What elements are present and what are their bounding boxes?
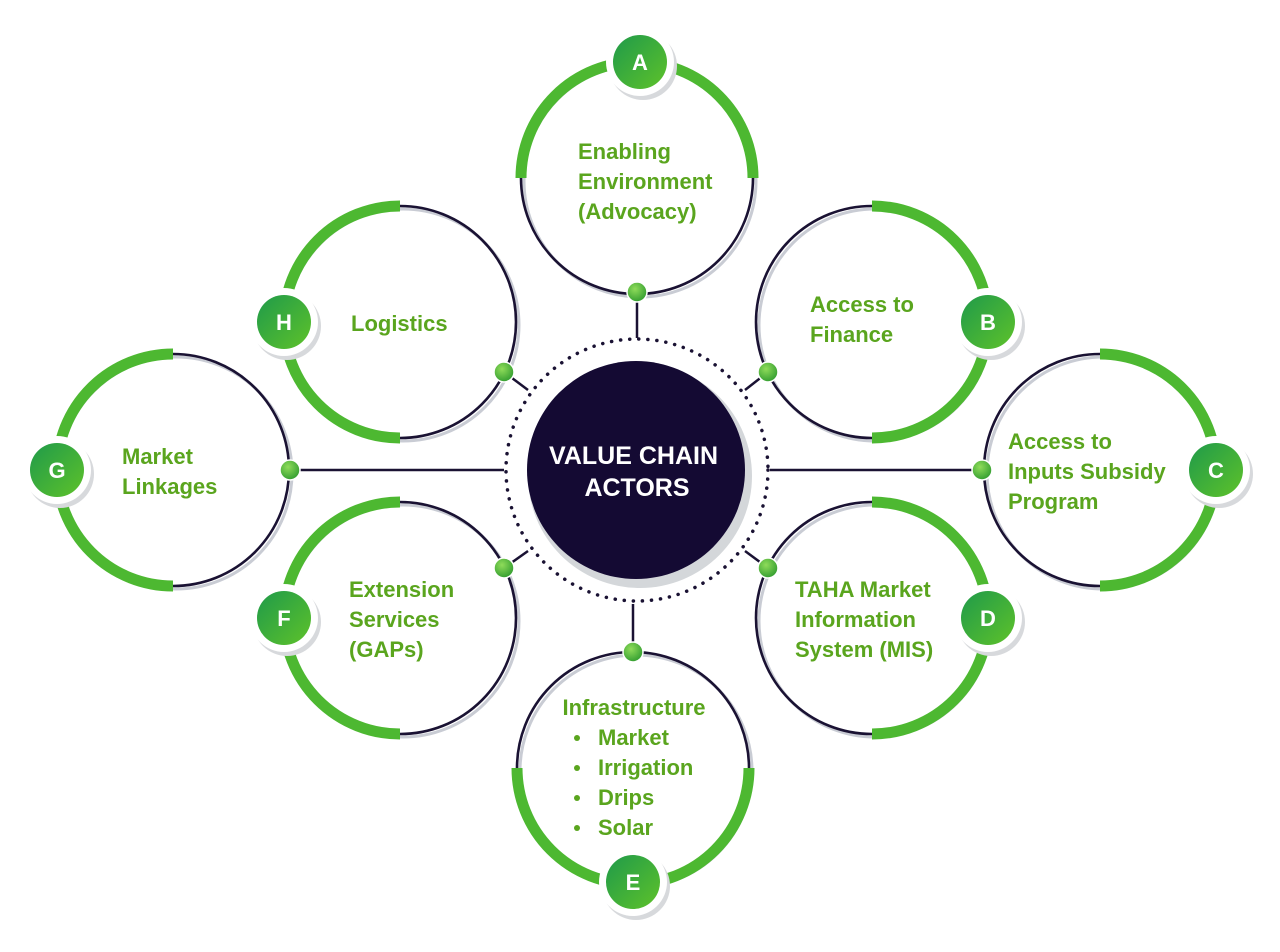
- center-hub: VALUE CHAIN ACTORS: [504, 337, 770, 603]
- node-label-line-2: Services: [349, 607, 440, 632]
- connector-dot: [622, 641, 644, 663]
- node-b: B Access to Finance: [754, 200, 1025, 444]
- node-label-line-1: Infrastructure: [562, 695, 705, 720]
- center-title-line-2: ACTORS: [584, 474, 689, 502]
- node-label-line-1: Market: [122, 444, 194, 469]
- badge-inner: [1189, 443, 1243, 497]
- badge-b: B: [954, 288, 1025, 360]
- badge-letter: H: [276, 310, 292, 335]
- badge-inner: [606, 855, 660, 909]
- connector-dot: [493, 557, 515, 579]
- badge-letter: G: [48, 458, 65, 483]
- center-circle: [527, 361, 745, 579]
- bullet-dot: [574, 795, 580, 801]
- node-label-line-4: Drips: [598, 785, 654, 810]
- bullet-dot: [574, 765, 580, 771]
- badge-inner: [613, 35, 667, 89]
- connector-dot: [757, 361, 779, 383]
- badge-h: H: [250, 288, 321, 360]
- connector-dot: [493, 361, 515, 383]
- connector-dot: [971, 459, 993, 481]
- node-label-line-1: Enabling: [578, 139, 671, 164]
- node-label-line-3: System (MIS): [795, 637, 933, 662]
- node-label-line-2: Environment: [578, 169, 713, 194]
- badge-d: D: [954, 584, 1025, 656]
- node-label-line-1: TAHA Market: [795, 577, 931, 602]
- node-label-line-2: Information: [795, 607, 916, 632]
- bullet-dot: [574, 825, 580, 831]
- bullet-dot: [574, 735, 580, 741]
- node-label-line-2: Inputs Subsidy: [1008, 459, 1166, 484]
- center-title-line-1: VALUE CHAIN: [549, 442, 718, 470]
- badge-letter: D: [980, 606, 996, 631]
- node-label-line-1: Access to: [810, 292, 914, 317]
- node-label-line-1: Extension: [349, 577, 454, 602]
- node-label-line-1: Access to: [1008, 429, 1112, 454]
- node-label-line-5: Solar: [598, 815, 653, 840]
- node-label-line-2: Finance: [810, 322, 893, 347]
- badge-inner: [257, 591, 311, 645]
- node-label-line-3: (Advocacy): [578, 199, 697, 224]
- node-label-line-2: Linkages: [122, 474, 217, 499]
- badge-inner: [30, 443, 84, 497]
- badge-letter: B: [980, 310, 996, 335]
- badge-g: G: [23, 436, 94, 508]
- connector-dot: [626, 281, 648, 303]
- center-dotted-ring: [504, 337, 770, 603]
- node-h: H Logistics: [250, 200, 521, 444]
- badge-letter: F: [277, 606, 290, 631]
- badge-f: F: [250, 584, 321, 656]
- badge-letter: A: [632, 50, 648, 75]
- connector-dot: [757, 557, 779, 579]
- badge-letter: C: [1208, 458, 1224, 483]
- badge-inner: [257, 295, 311, 349]
- badge-e: E: [599, 848, 670, 920]
- node-label-line-1: Logistics: [351, 311, 448, 336]
- node-label: Access to Finance: [810, 292, 914, 347]
- node-label-line-2: Market: [598, 725, 670, 750]
- badge-letter: E: [626, 870, 641, 895]
- node-label: Logistics: [351, 311, 448, 336]
- center-title: VALUE CHAIN ACTORS: [549, 442, 725, 502]
- connector-dot: [279, 459, 301, 481]
- badge-a: A: [606, 28, 677, 100]
- badge-c: C: [1182, 436, 1253, 508]
- node-label-line-3: Irrigation: [598, 755, 693, 780]
- badge-inner: [961, 295, 1015, 349]
- node-label-line-3: Program: [1008, 489, 1098, 514]
- badge-inner: [961, 591, 1015, 645]
- node-label-line-3: (GAPs): [349, 637, 424, 662]
